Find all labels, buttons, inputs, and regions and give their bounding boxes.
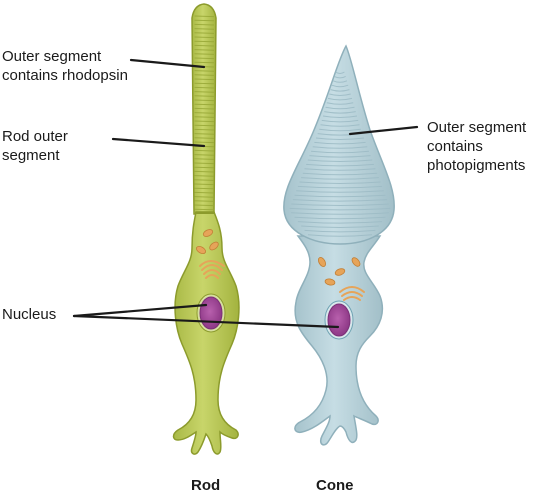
leader-rod-outer-segment [111, 137, 206, 148]
leader-nucleus-rod [72, 303, 208, 318]
caption-rod: Rod [191, 477, 221, 494]
label-line: Outer segment [427, 119, 527, 136]
rod-disc-stripes [194, 15, 215, 211]
cone-disc-stripes [289, 71, 391, 237]
cone-nucleus [324, 300, 354, 340]
leader-lines [72, 58, 419, 329]
label-line: Rod outer [2, 128, 68, 145]
cone-cell [283, 44, 395, 446]
label-line: photopigments [427, 157, 526, 174]
label-line: segment [2, 147, 60, 164]
cone-inner-body-shape [294, 235, 384, 446]
label-rod-outer-segment-contents: Outer segment contains rhodopsin [2, 47, 128, 85]
cone-golgi [339, 286, 365, 301]
label-cone-outer-segment-contents: Outer segment contains photopigments [427, 118, 526, 175]
rod-inner-body-shape [172, 211, 240, 455]
rod-golgi [199, 260, 225, 279]
label-rod-outer-segment: Rod outer segment [2, 127, 68, 165]
rod-cell [172, 3, 240, 455]
label-nucleus: Nucleus [2, 306, 57, 323]
leader-nucleus-cone [72, 314, 340, 329]
label-line: contains [427, 138, 483, 155]
leader-rod-outer-contents [129, 58, 206, 69]
cone-mitochondria [317, 257, 361, 286]
label-line: contains rhodopsin [2, 67, 128, 84]
leader-cone-outer-contents [348, 125, 419, 136]
caption-cone: Cone [316, 477, 354, 494]
rod-mitochondria [196, 229, 219, 255]
label-line: Outer segment [2, 48, 102, 65]
rod-nucleus [196, 293, 226, 333]
cone-outer-segment-shape [283, 44, 395, 245]
